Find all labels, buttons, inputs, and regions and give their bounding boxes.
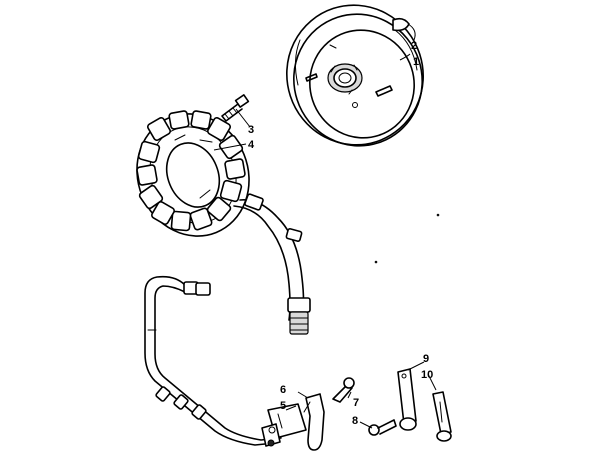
stray-dot (374, 260, 378, 264)
trigger-coil (261, 403, 307, 447)
key (392, 17, 410, 32)
ground-strap-9 (397, 368, 417, 431)
callout-10: 10 (421, 369, 433, 381)
ground-strap-10 (432, 391, 452, 442)
screw-3 (221, 94, 250, 122)
screw-8 (368, 419, 397, 436)
stator (136, 110, 250, 237)
callout-3: 3 (248, 124, 254, 136)
leader-lines (213, 23, 437, 429)
callout-2: 2 (411, 40, 417, 52)
bracket (303, 393, 325, 451)
screw-7 (332, 377, 355, 403)
flywheel (286, 4, 424, 147)
callout-8: 8 (352, 415, 358, 427)
callouts: 1 2 3 4 5 6 7 8 9 10 (248, 40, 433, 427)
trigger-harness (144, 275, 282, 446)
callout-6: 6 (280, 384, 286, 396)
callout-9: 9 (423, 353, 429, 365)
stray-dot (436, 213, 440, 217)
callout-1: 1 (413, 56, 419, 68)
callout-5: 5 (280, 400, 286, 412)
callout-4: 4 (248, 139, 255, 151)
stator-harness (233, 193, 311, 335)
callout-7: 7 (353, 397, 359, 409)
